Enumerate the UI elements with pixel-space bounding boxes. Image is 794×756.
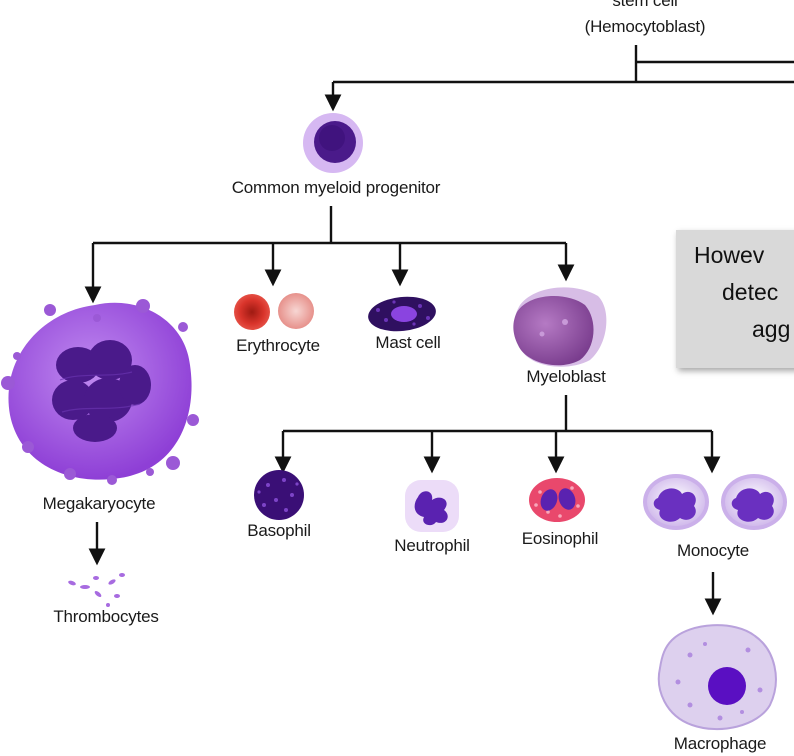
mast-cell (368, 296, 436, 332)
basophil-cell (254, 470, 304, 520)
thrombocytes-label: Thrombocytes (53, 607, 159, 626)
eosinophil-label: Eosinophil (521, 529, 599, 548)
common-myeloid-progenitor-label: Common myeloid progenitor (231, 178, 441, 197)
mast-cell-label: Mast cell (375, 333, 441, 352)
megakaryocyte-label: Megakaryocyte (42, 494, 156, 513)
monocyte-label: Monocyte (676, 541, 750, 560)
macrophage-label: Macrophage (673, 734, 767, 753)
callout-line-2: detec (722, 279, 779, 305)
erythrocyte-label: Erythrocyte (236, 336, 320, 355)
thrombocytes-fragments (68, 573, 125, 607)
callout-line-3: agg (752, 316, 791, 342)
common-myeloid-progenitor-cell (303, 113, 363, 173)
macrophage-cell (657, 624, 777, 731)
monocyte-cells (643, 474, 787, 530)
connector-lines (84, 45, 794, 616)
basophil-label: Basophil (247, 521, 311, 540)
erythrocyte-cells (234, 293, 314, 330)
eosinophil-cell (529, 478, 585, 522)
megakaryocyte-cell (1, 299, 199, 485)
callout-box: Howev detec agg (676, 230, 794, 368)
neutrophil-label: Neutrophil (394, 536, 470, 555)
stem-cell-label-line1: stem cell (612, 0, 678, 10)
callout-line-1: Howev (694, 242, 765, 268)
myeloblast-label: Myeloblast (526, 367, 606, 386)
myeloblast-cell (513, 287, 607, 367)
stem-cell-label-line2: (Hemocytoblast) (584, 17, 706, 36)
neutrophil-cell (405, 480, 459, 532)
